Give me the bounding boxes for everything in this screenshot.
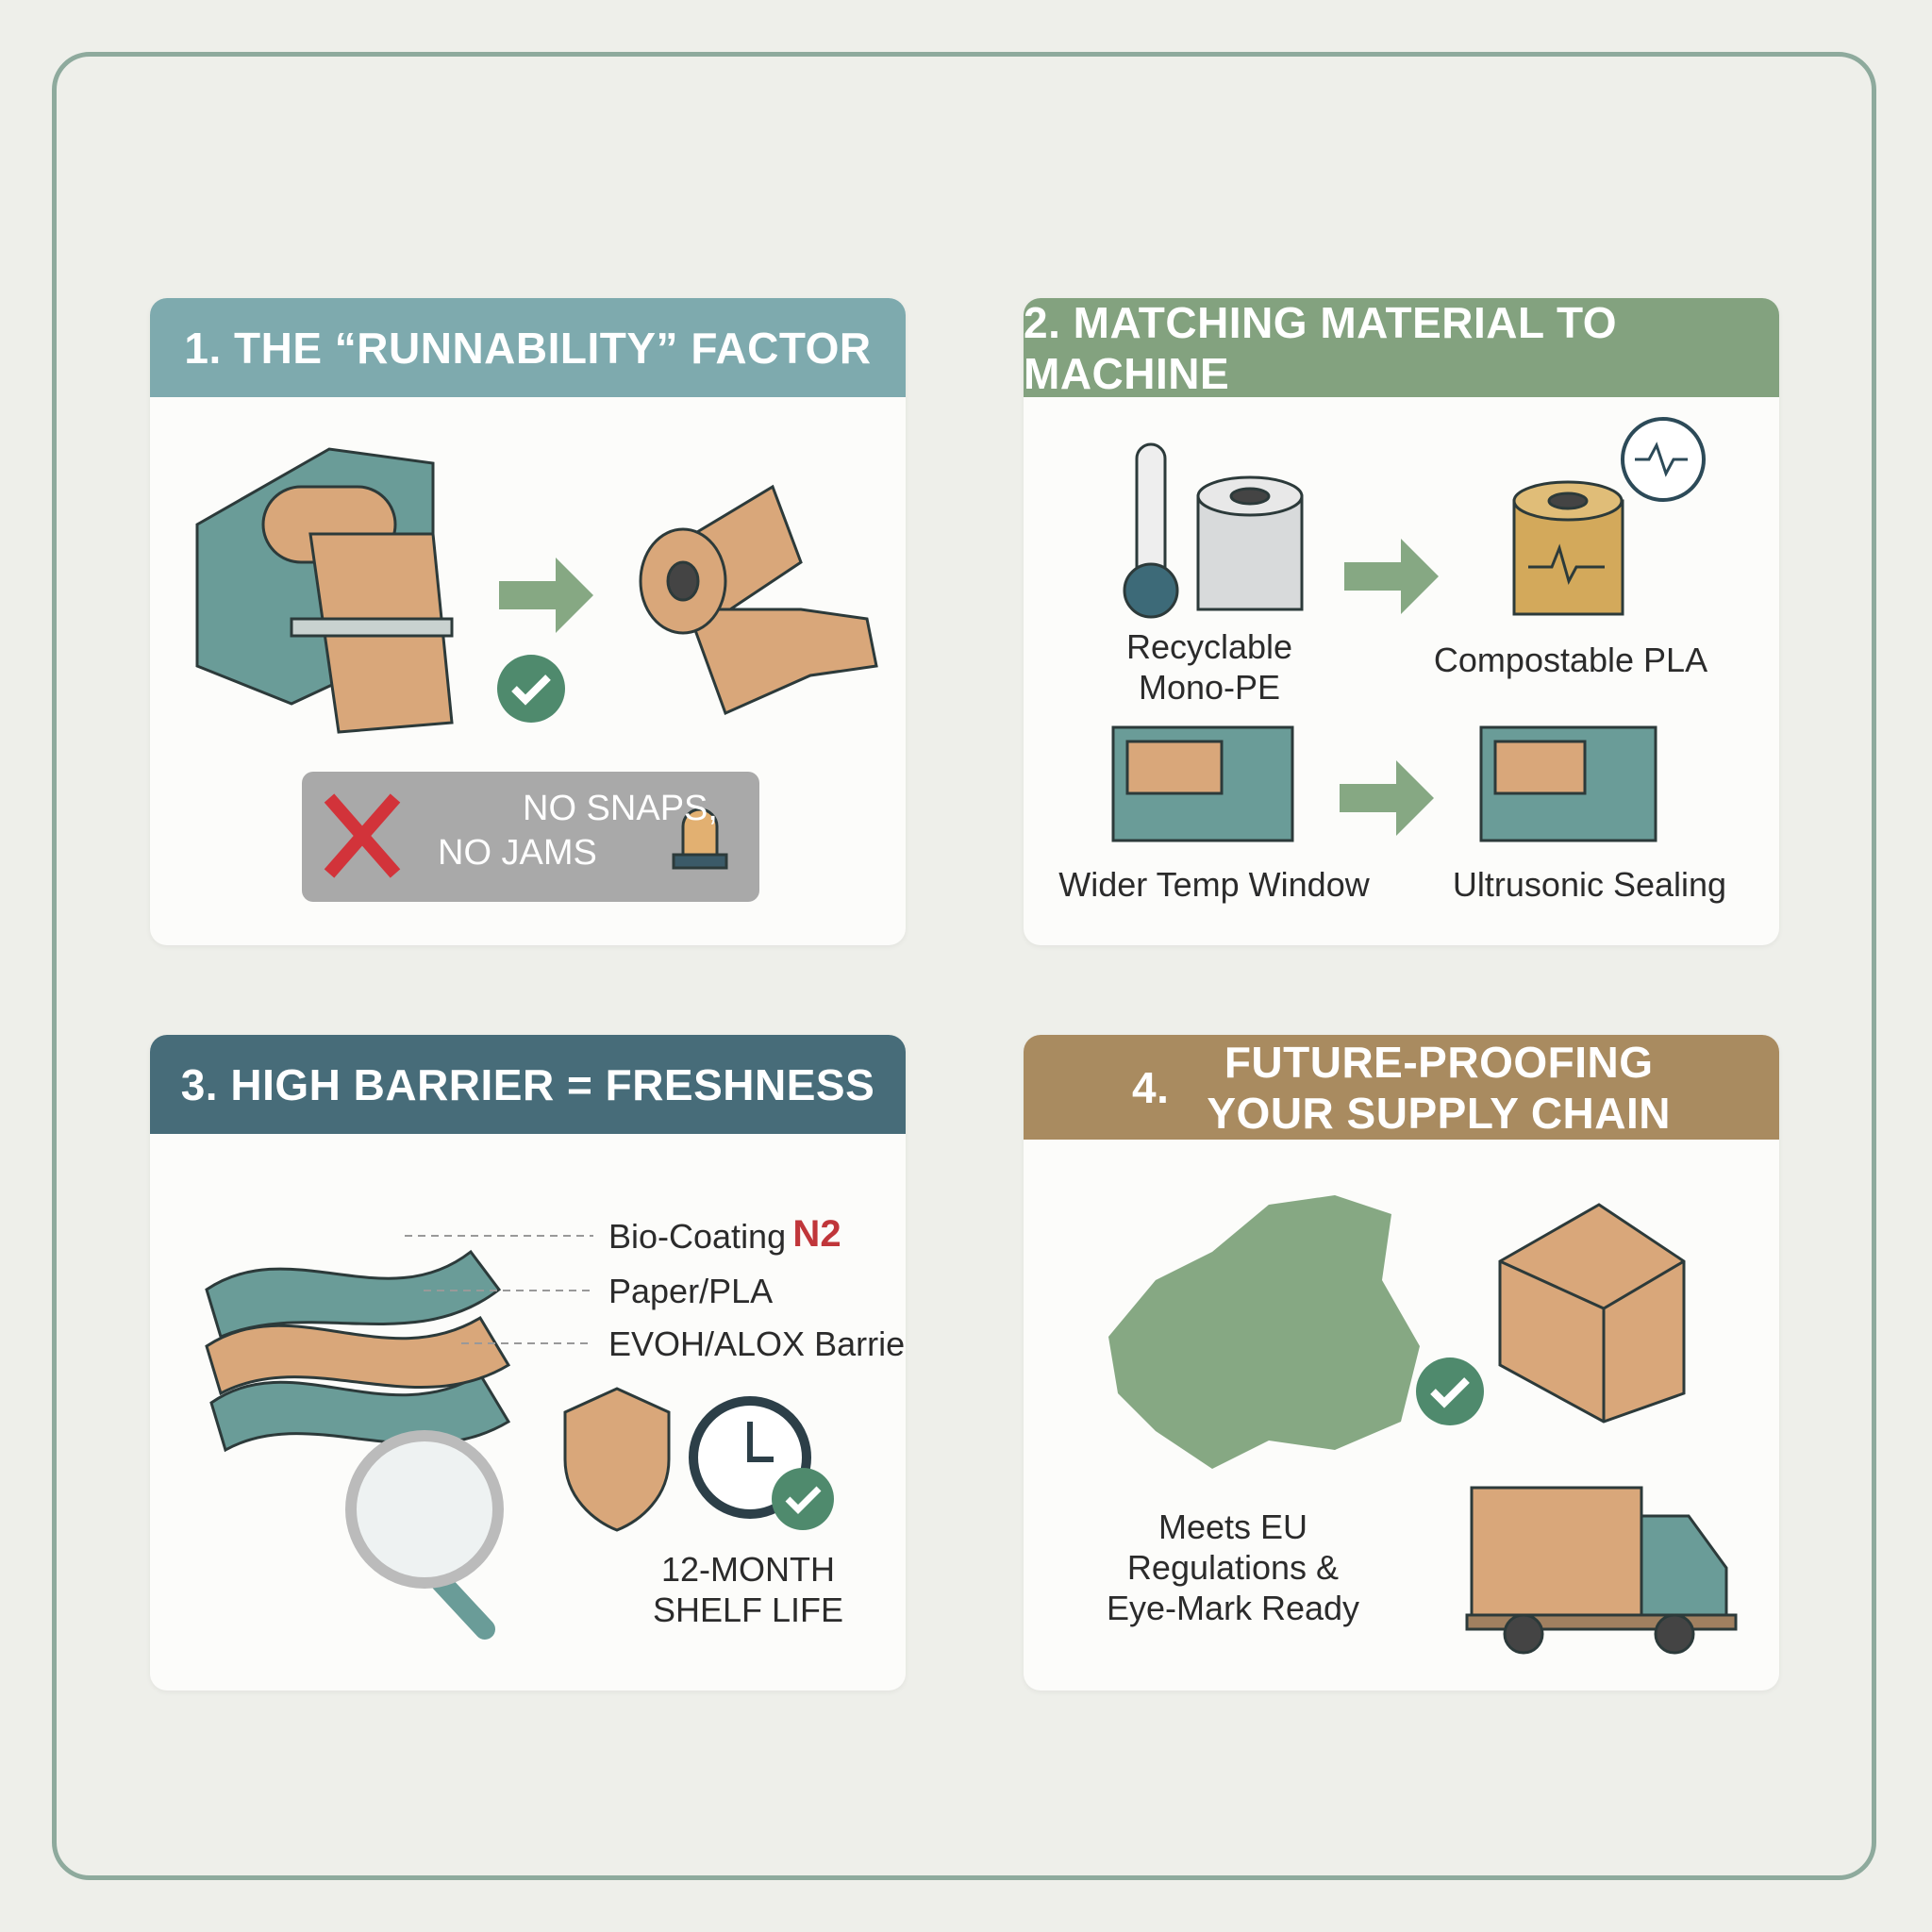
film-roll-icon — [639, 484, 878, 716]
machine-roll-illustration — [195, 447, 878, 902]
panel-2-title: 2. MATCHING MATERIAL TO MACHINE — [1024, 298, 1779, 398]
leader-lines — [405, 1235, 593, 1344]
panel-3-title: 3. HIGH BARRIER = FRESHNESS — [150, 1035, 906, 1134]
pulse-icon — [1621, 417, 1706, 502]
label-recyclable-2: Mono-PE — [1138, 668, 1281, 707]
machine-icon — [1111, 725, 1294, 842]
outer-frame — [52, 52, 1876, 1880]
callout-line-2: NO JAMS — [438, 833, 597, 873]
panel-4-number: 4. — [1132, 1062, 1170, 1112]
label-ultrasonic: Ultrusonic Sealing — [1452, 865, 1727, 904]
layer-label-evoh-alox: EVOH/ALOX Barrier — [608, 1324, 906, 1363]
layer-label-bio-coating: Bio-Coating — [608, 1217, 787, 1256]
package-box-icon — [1498, 1203, 1686, 1424]
thermometer-icon — [1123, 442, 1179, 619]
label-wider-temp: Wider Temp Window — [1058, 865, 1370, 904]
pla-roll-icon — [1512, 480, 1624, 616]
caption-line-2: Regulations & — [1126, 1548, 1340, 1587]
arrow-icon — [1344, 539, 1439, 614]
panel-1-title: 1. THE “RUNNABILITY” FACTOR — [150, 298, 906, 397]
europe-map-icon — [1108, 1195, 1420, 1469]
callout-line-1: NO SNAPS, — [523, 789, 718, 828]
warning-light-icon — [672, 808, 728, 870]
shield-icon — [563, 1387, 671, 1532]
arrow-icon — [499, 558, 593, 633]
panel-4-header: 4. FUTURE-PROOFING YOUR SUPPLY CHAIN — [1024, 1035, 1779, 1140]
delivery-truck-icon — [1465, 1486, 1738, 1655]
shelf-life-line-1: 12-MONTH — [660, 1550, 836, 1589]
panel-material-machine: 2. MATCHING MATERIAL TO MACHINE Recyclab… — [1024, 298, 1779, 945]
magnifier-icon — [345, 1430, 504, 1640]
panel-runnability: 1. THE “RUNNABILITY” FACTOR NO SNAPS, NO… — [150, 298, 906, 945]
n2-label: N2 — [792, 1213, 841, 1255]
panel-4-title-2: YOUR SUPPLY CHAIN — [1207, 1088, 1671, 1138]
caption-line-1: Meets EU — [1158, 1507, 1308, 1546]
shelf-life-line-2: SHELF LIFE — [652, 1591, 844, 1629]
label-recyclable-1: Recyclable — [1125, 627, 1293, 666]
ultrasonic-machine-icon — [1479, 725, 1657, 842]
layer-label-paper-pla: Paper/PLA — [608, 1272, 774, 1310]
x-icon — [324, 793, 401, 878]
panel-high-barrier: 3. HIGH BARRIER = FRESHNESS Bio-Coating … — [150, 1035, 906, 1690]
label-compostable: Compostable PLA — [1433, 641, 1708, 679]
panel-4-title-1: FUTURE-PROOFING — [1224, 1037, 1654, 1087]
caption-line-3: Eye-Mark Ready — [1106, 1589, 1360, 1627]
check-icon — [1416, 1357, 1484, 1425]
silver-roll-icon — [1196, 475, 1304, 611]
arrow-icon — [1340, 760, 1434, 836]
check-icon — [772, 1468, 834, 1530]
panel-future-proofing: 4. FUTURE-PROOFING YOUR SUPPLY CHAIN Mee… — [1024, 1035, 1779, 1690]
callout-box — [302, 772, 759, 902]
barrier-layers-icon — [205, 1249, 511, 1453]
check-icon — [497, 655, 565, 723]
